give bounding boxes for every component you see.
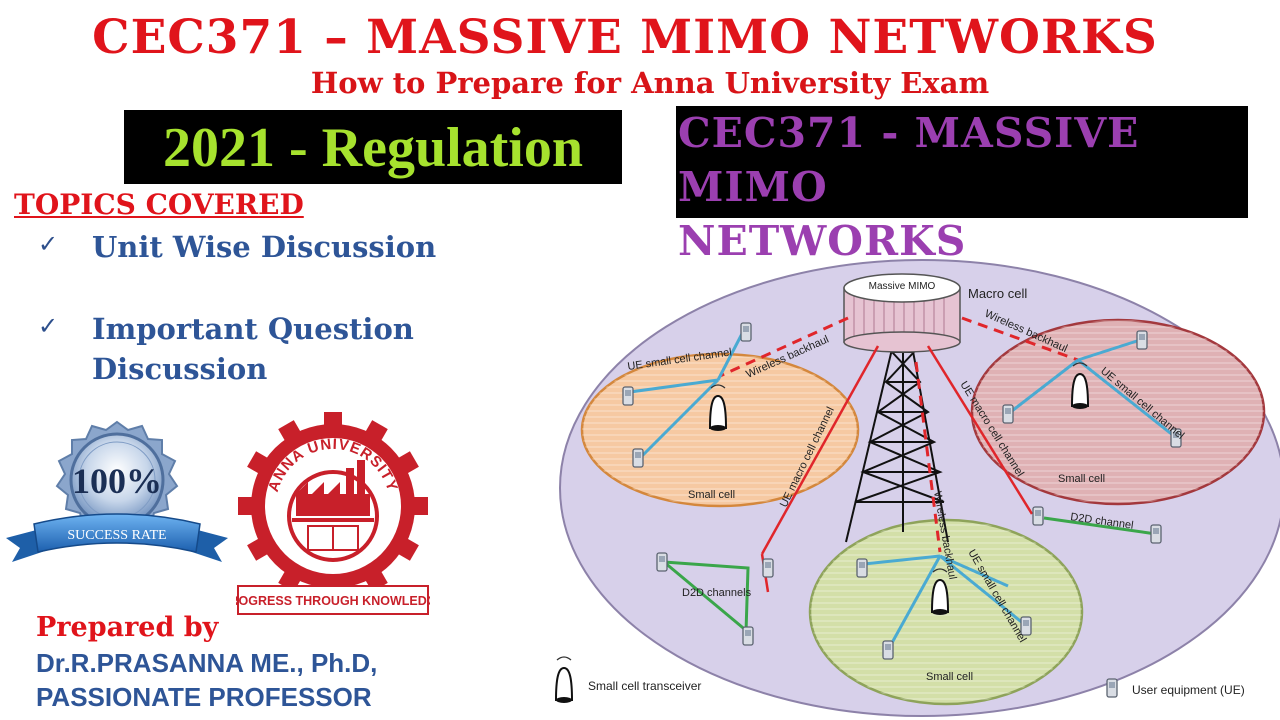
author-title: PASSIONATE PROFESSOR [36, 682, 372, 712]
course-banner-text: CEC371 - MASSIVE MIMO NETWORKS [678, 106, 1248, 268]
massive-mimo-network-diagram: Massive MIMO Macro cell [555, 259, 1280, 717]
course-banner [676, 106, 1248, 218]
anna-university-logo: ANNA UNIVERSITY PROGRESS THROUGH KNOWLED… [236, 412, 430, 615]
transceiver-legend-icon [555, 656, 573, 704]
d2d-channels-label: D2D channels [682, 587, 752, 599]
topic-item-important-question-cont: Discussion [92, 352, 268, 386]
logo-motto: PROGRESS THROUGH KNOWLEDGE [236, 594, 430, 608]
badge-percent: 100% [72, 461, 162, 501]
macro-cell-label: Macro cell [968, 286, 1027, 301]
legend-ue-label: User equipment (UE) [1132, 683, 1245, 697]
badge-label: SUCCESS RATE [67, 528, 166, 543]
course-banner-line-1: CEC371 - MASSIVE MIMO [678, 109, 1140, 211]
page-subtitle: How to Prepare for Anna University Exam [310, 66, 990, 100]
prepared-by-label: Prepared by [36, 612, 219, 643]
topic-item-important-question: Important Question [92, 312, 414, 346]
ue-legend-icon [1106, 678, 1118, 698]
small-cell-label-1: Small cell [688, 489, 735, 501]
small-cell-label-2: Small cell [1058, 473, 1105, 485]
checkmark-icon: ✓ [38, 230, 59, 258]
course-banner-line-2: NETWORKS [678, 217, 967, 265]
legend-transceiver-label: Small cell transceiver [588, 679, 701, 693]
regulation-text: 2021 - Regulation [163, 117, 583, 179]
topic-item-unit-wise: Unit Wise Discussion [92, 230, 437, 264]
topics-heading: TOPICS COVERED [14, 188, 304, 221]
page-title: CEC371 – MASSIVE MIMO NETWORKS [92, 10, 1158, 65]
checkmark-icon: ✓ [38, 312, 59, 340]
author-name: Dr.R.PRASANNA ME., Ph.D, [36, 648, 378, 678]
small-cell-label-3: Small cell [926, 671, 973, 683]
success-rate-badge: 100% SUCCESS RATE [6, 420, 228, 562]
massive-mimo-antenna [843, 273, 961, 353]
massive-mimo-label: Massive MIMO [869, 281, 936, 292]
regulation-banner [124, 110, 622, 184]
